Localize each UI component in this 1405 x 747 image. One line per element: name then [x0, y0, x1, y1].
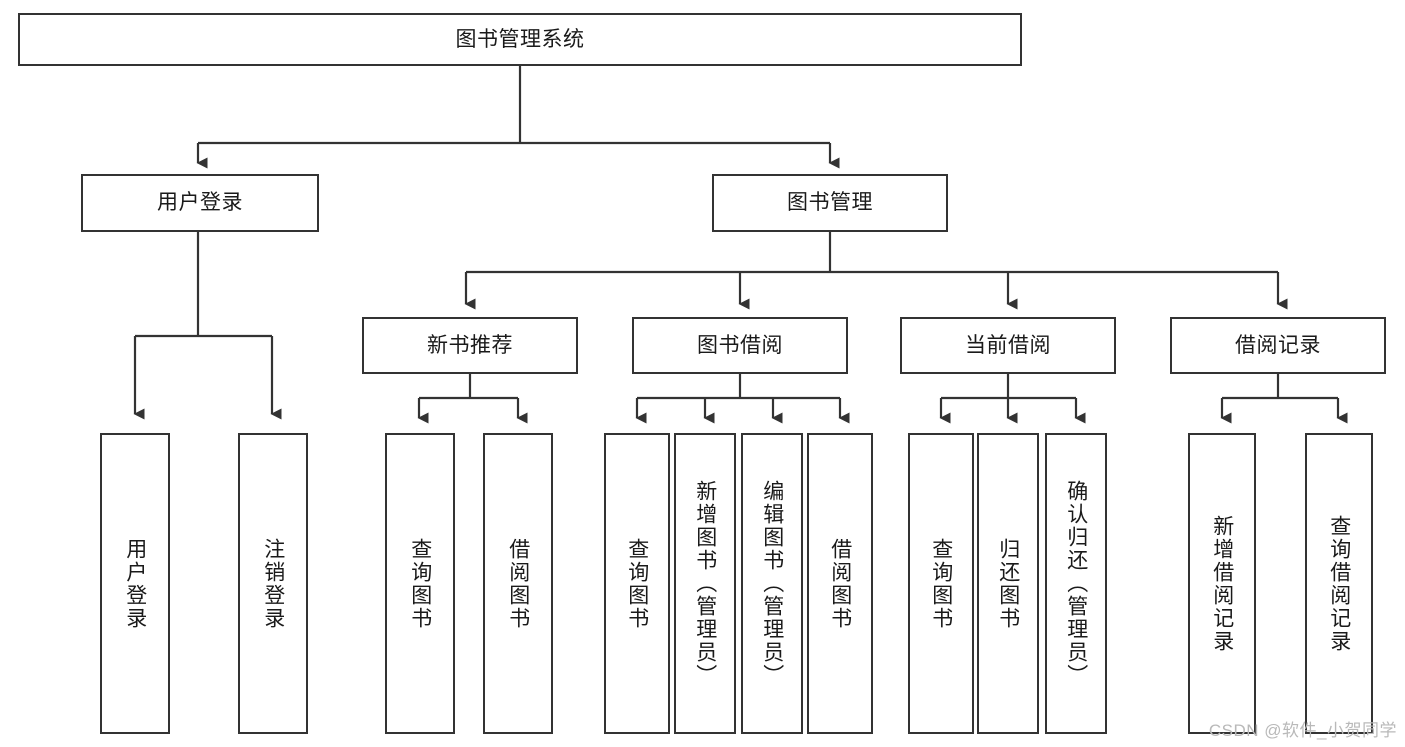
node-label: 借阅记录 — [1235, 333, 1321, 357]
leaf-edit-book-admin[interactable]: 编辑图书（管理员） — [741, 433, 803, 734]
leaf-logout[interactable]: 注销登录 — [238, 433, 308, 734]
node-label: 图书借阅 — [697, 333, 783, 357]
node-label: 确认归还（管理员） — [1064, 480, 1088, 687]
node-user-login[interactable]: 用户登录 — [81, 174, 319, 232]
node-label: 新增借阅记录 — [1210, 514, 1234, 653]
node-label: 借阅图书 — [828, 537, 852, 630]
node-label: 查询借阅记录 — [1327, 514, 1351, 653]
node-root-book-management-system[interactable]: 图书管理系统 — [18, 13, 1022, 66]
leaf-borrow-book-borrowing[interactable]: 借阅图书 — [807, 433, 873, 734]
csdn-watermark: CSDN @软件_小贺同学 — [1208, 721, 1397, 740]
node-label: 归还图书 — [996, 537, 1020, 630]
leaf-query-book-current[interactable]: 查询图书 — [908, 433, 974, 734]
leaf-return-book[interactable]: 归还图书 — [977, 433, 1039, 734]
leaf-query-book-recommendation[interactable]: 查询图书 — [385, 433, 455, 734]
node-borrowing-records[interactable]: 借阅记录 — [1170, 317, 1386, 374]
node-book-borrowing[interactable]: 图书借阅 — [632, 317, 848, 374]
node-label: 图书管理 — [787, 191, 873, 215]
leaf-query-book-borrowing[interactable]: 查询图书 — [604, 433, 670, 734]
node-label: 用户登录 — [157, 191, 243, 215]
node-new-book-recommendation[interactable]: 新书推荐 — [362, 317, 578, 374]
leaf-borrow-book-recommendation[interactable]: 借阅图书 — [483, 433, 553, 734]
node-current-borrowing[interactable]: 当前借阅 — [900, 317, 1116, 374]
leaf-user-login[interactable]: 用户登录 — [100, 433, 170, 734]
leaf-add-borrowing-record[interactable]: 新增借阅记录 — [1188, 433, 1256, 734]
node-label: 新增图书（管理员） — [693, 480, 717, 687]
leaf-query-borrowing-record[interactable]: 查询借阅记录 — [1305, 433, 1373, 734]
node-label: 借阅图书 — [506, 537, 530, 630]
node-label: 图书管理系统 — [455, 27, 585, 51]
node-label: 新书推荐 — [427, 333, 513, 357]
node-label: 查询图书 — [625, 537, 649, 630]
leaf-confirm-return-admin[interactable]: 确认归还（管理员） — [1045, 433, 1107, 734]
leaf-add-book-admin[interactable]: 新增图书（管理员） — [674, 433, 736, 734]
node-label: 查询图书 — [408, 537, 432, 630]
node-label: 注销登录 — [261, 537, 285, 630]
node-label: 查询图书 — [929, 537, 953, 630]
node-label: 用户登录 — [123, 537, 147, 630]
node-label: 编辑图书（管理员） — [760, 480, 784, 687]
node-book-management[interactable]: 图书管理 — [712, 174, 948, 232]
node-label: 当前借阅 — [965, 333, 1051, 357]
